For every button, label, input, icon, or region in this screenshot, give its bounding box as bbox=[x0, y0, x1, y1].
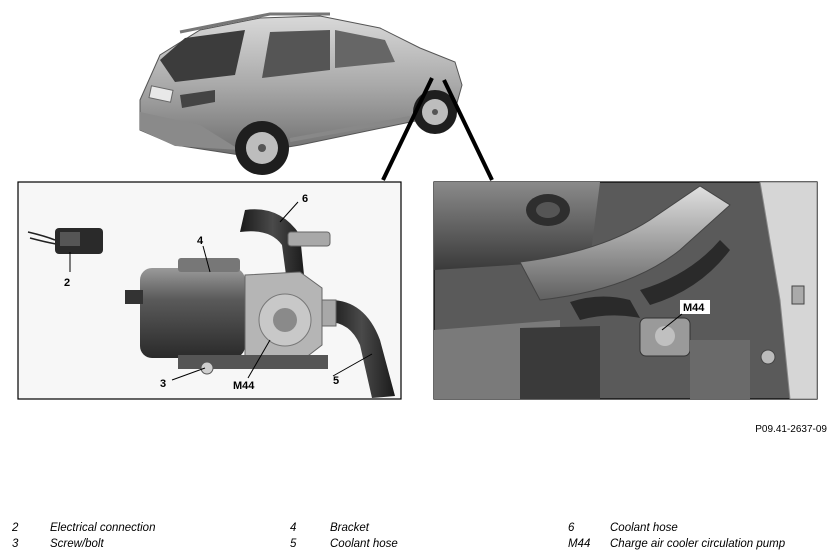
figure-code: P09.41-2637-09 bbox=[755, 424, 827, 435]
pump-detail-panel: 6 4 2 3 M44 5 bbox=[17, 181, 402, 400]
circulation-pump bbox=[125, 258, 328, 369]
svg-text:6: 6 bbox=[302, 193, 308, 205]
svg-text:4: 4 bbox=[197, 235, 204, 247]
legend: 2 Electrical connection 3 Screw/bolt 4 B… bbox=[12, 522, 786, 550]
callout-m44-left: M44 bbox=[233, 339, 271, 392]
technical-figure: 6 4 2 3 M44 5 bbox=[17, 12, 818, 400]
vehicle-illustration bbox=[139, 12, 463, 175]
svg-text:3: 3 bbox=[160, 378, 166, 390]
callout-2: 2 bbox=[64, 252, 71, 289]
callout-4: 4 bbox=[197, 235, 211, 273]
engine-bay-panel: M44 bbox=[433, 181, 818, 400]
callout-3: 3 bbox=[160, 367, 206, 390]
callout-m44-right: M44 bbox=[661, 302, 705, 331]
svg-text:M44: M44 bbox=[683, 302, 705, 314]
svg-text:2: 2 bbox=[64, 277, 70, 289]
screw-bolt bbox=[200, 361, 214, 375]
svg-text:5: 5 bbox=[333, 375, 339, 387]
svg-text:M44: M44 bbox=[233, 380, 255, 392]
detail-pointer-lines bbox=[381, 77, 494, 181]
coolant-hose-upper bbox=[240, 209, 305, 290]
callout-5: 5 bbox=[332, 353, 373, 387]
callout-6: 6 bbox=[279, 193, 308, 223]
coolant-hose-lower bbox=[328, 300, 395, 398]
electrical-connector bbox=[27, 228, 103, 254]
